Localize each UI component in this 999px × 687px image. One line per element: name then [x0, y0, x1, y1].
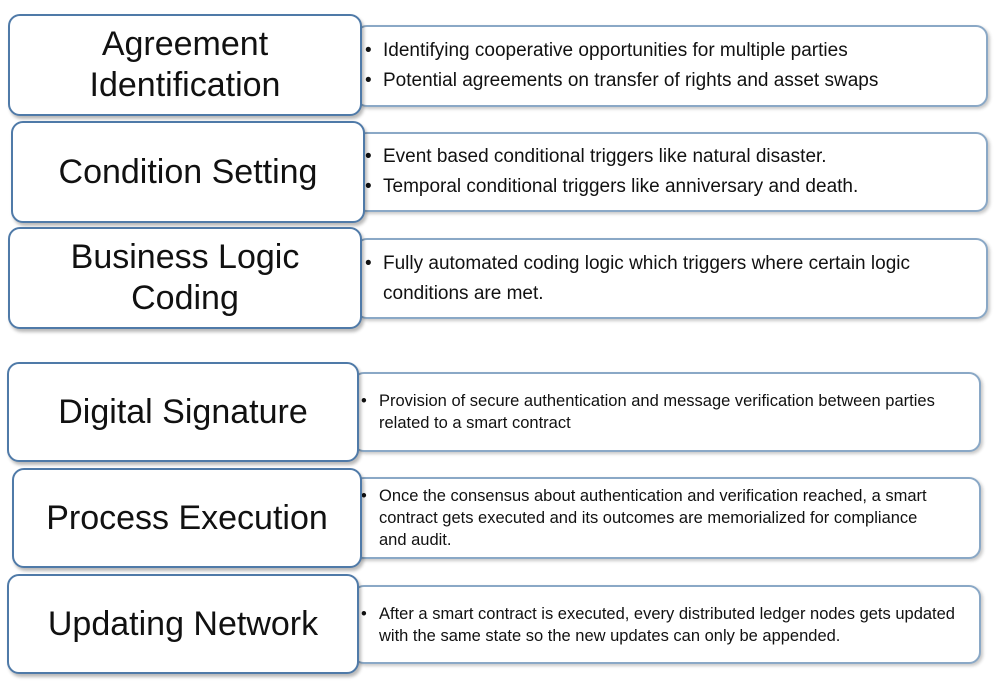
stage-title-line: Business Logic [70, 238, 300, 277]
bullet-item: Once the consensus about authentication … [361, 485, 949, 551]
bullet-item: Provision of secure authentication and m… [361, 390, 949, 434]
stage-title-line: Agreement [101, 25, 269, 64]
process-execution-bullets: Once the consensus about authentication … [354, 485, 979, 551]
stage-title: Process Execution [46, 498, 328, 539]
stage-title: Digital Signature [58, 392, 307, 433]
stage-title-line: Process Execution [46, 498, 328, 537]
stage-title: Agreement Identification [90, 24, 281, 106]
updating-network-description: After a smart contract is executed, ever… [352, 585, 981, 664]
bullet-item: Temporal conditional triggers like anniv… [365, 172, 858, 202]
business-logic-coding-stage: Business Logic Coding [8, 227, 362, 329]
digital-signature-bullets: Provision of secure authentication and m… [354, 390, 979, 434]
digital-signature-stage: Digital Signature [7, 362, 359, 462]
updating-network-bullets: After a smart contract is executed, ever… [354, 603, 979, 647]
condition-setting-stage: Condition Setting [11, 121, 365, 223]
agreement-identification-bullets: Identifying cooperative opportunities fo… [357, 36, 878, 96]
condition-setting-description: Event based conditional triggers like na… [355, 132, 988, 212]
digital-signature-description: Provision of secure authentication and m… [352, 372, 981, 452]
process-execution-description: Once the consensus about authentication … [352, 477, 981, 559]
stage-title: Business Logic Coding [71, 237, 300, 319]
stage-title-line: Coding [131, 279, 239, 317]
updating-network-stage: Updating Network [7, 574, 359, 674]
stage-title-line: Updating Network [47, 604, 319, 643]
bullet-item: Identifying cooperative opportunities fo… [365, 36, 878, 66]
stage-title: Updating Network [48, 604, 318, 645]
process-execution-stage: Process Execution [12, 468, 362, 568]
stage-title-line: Digital Signature [58, 392, 308, 431]
bullet-item: Potential agreements on transfer of righ… [365, 66, 878, 96]
bullet-item: After a smart contract is executed, ever… [361, 603, 959, 647]
business-logic-coding-bullets: Fully automated coding logic which trigg… [357, 249, 986, 309]
stage-title-line: Identification [89, 66, 281, 104]
stage-title-line: Condition Setting [58, 152, 318, 191]
business-logic-coding-description: Fully automated coding logic which trigg… [355, 238, 988, 319]
agreement-identification-stage: Agreement Identification [8, 14, 362, 116]
bullet-item: Event based conditional triggers like na… [365, 142, 858, 172]
bullet-item: Fully automated coding logic which trigg… [365, 249, 964, 309]
condition-setting-bullets: Event based conditional triggers like na… [357, 142, 858, 202]
stage-title: Condition Setting [59, 152, 318, 193]
agreement-identification-description: Identifying cooperative opportunities fo… [355, 25, 988, 107]
